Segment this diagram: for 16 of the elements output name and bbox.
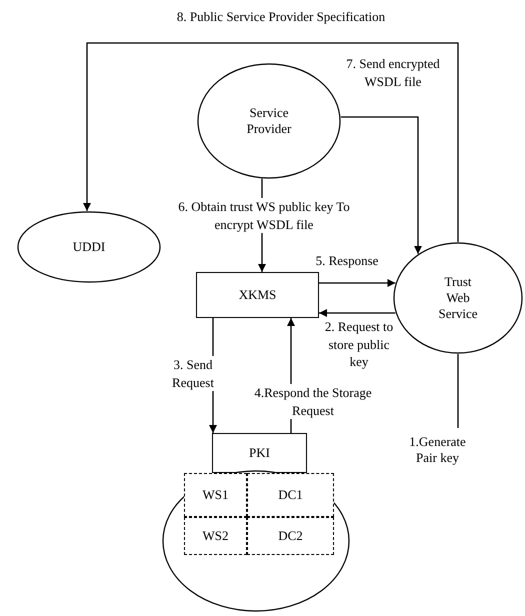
table-cell: WS1 xyxy=(184,473,247,517)
storage-circle xyxy=(162,470,350,612)
arrow xyxy=(83,42,459,242)
table-cell: WS2 xyxy=(184,517,247,555)
process-box: PKI xyxy=(212,433,307,473)
arrow xyxy=(340,116,422,254)
step-note: 1.Generate Pair key xyxy=(395,428,480,472)
ellipse-node: Trust Web Service xyxy=(393,242,523,354)
ellipse-node: UDDI xyxy=(17,211,161,283)
arrow xyxy=(319,309,396,317)
table-cell: DC2 xyxy=(247,517,334,555)
connector-line xyxy=(457,354,459,428)
table-cell: DC1 xyxy=(247,473,334,517)
process-box: XKMS xyxy=(196,272,319,318)
arrow xyxy=(319,279,396,287)
ellipse-node: Service Provider xyxy=(197,63,341,179)
